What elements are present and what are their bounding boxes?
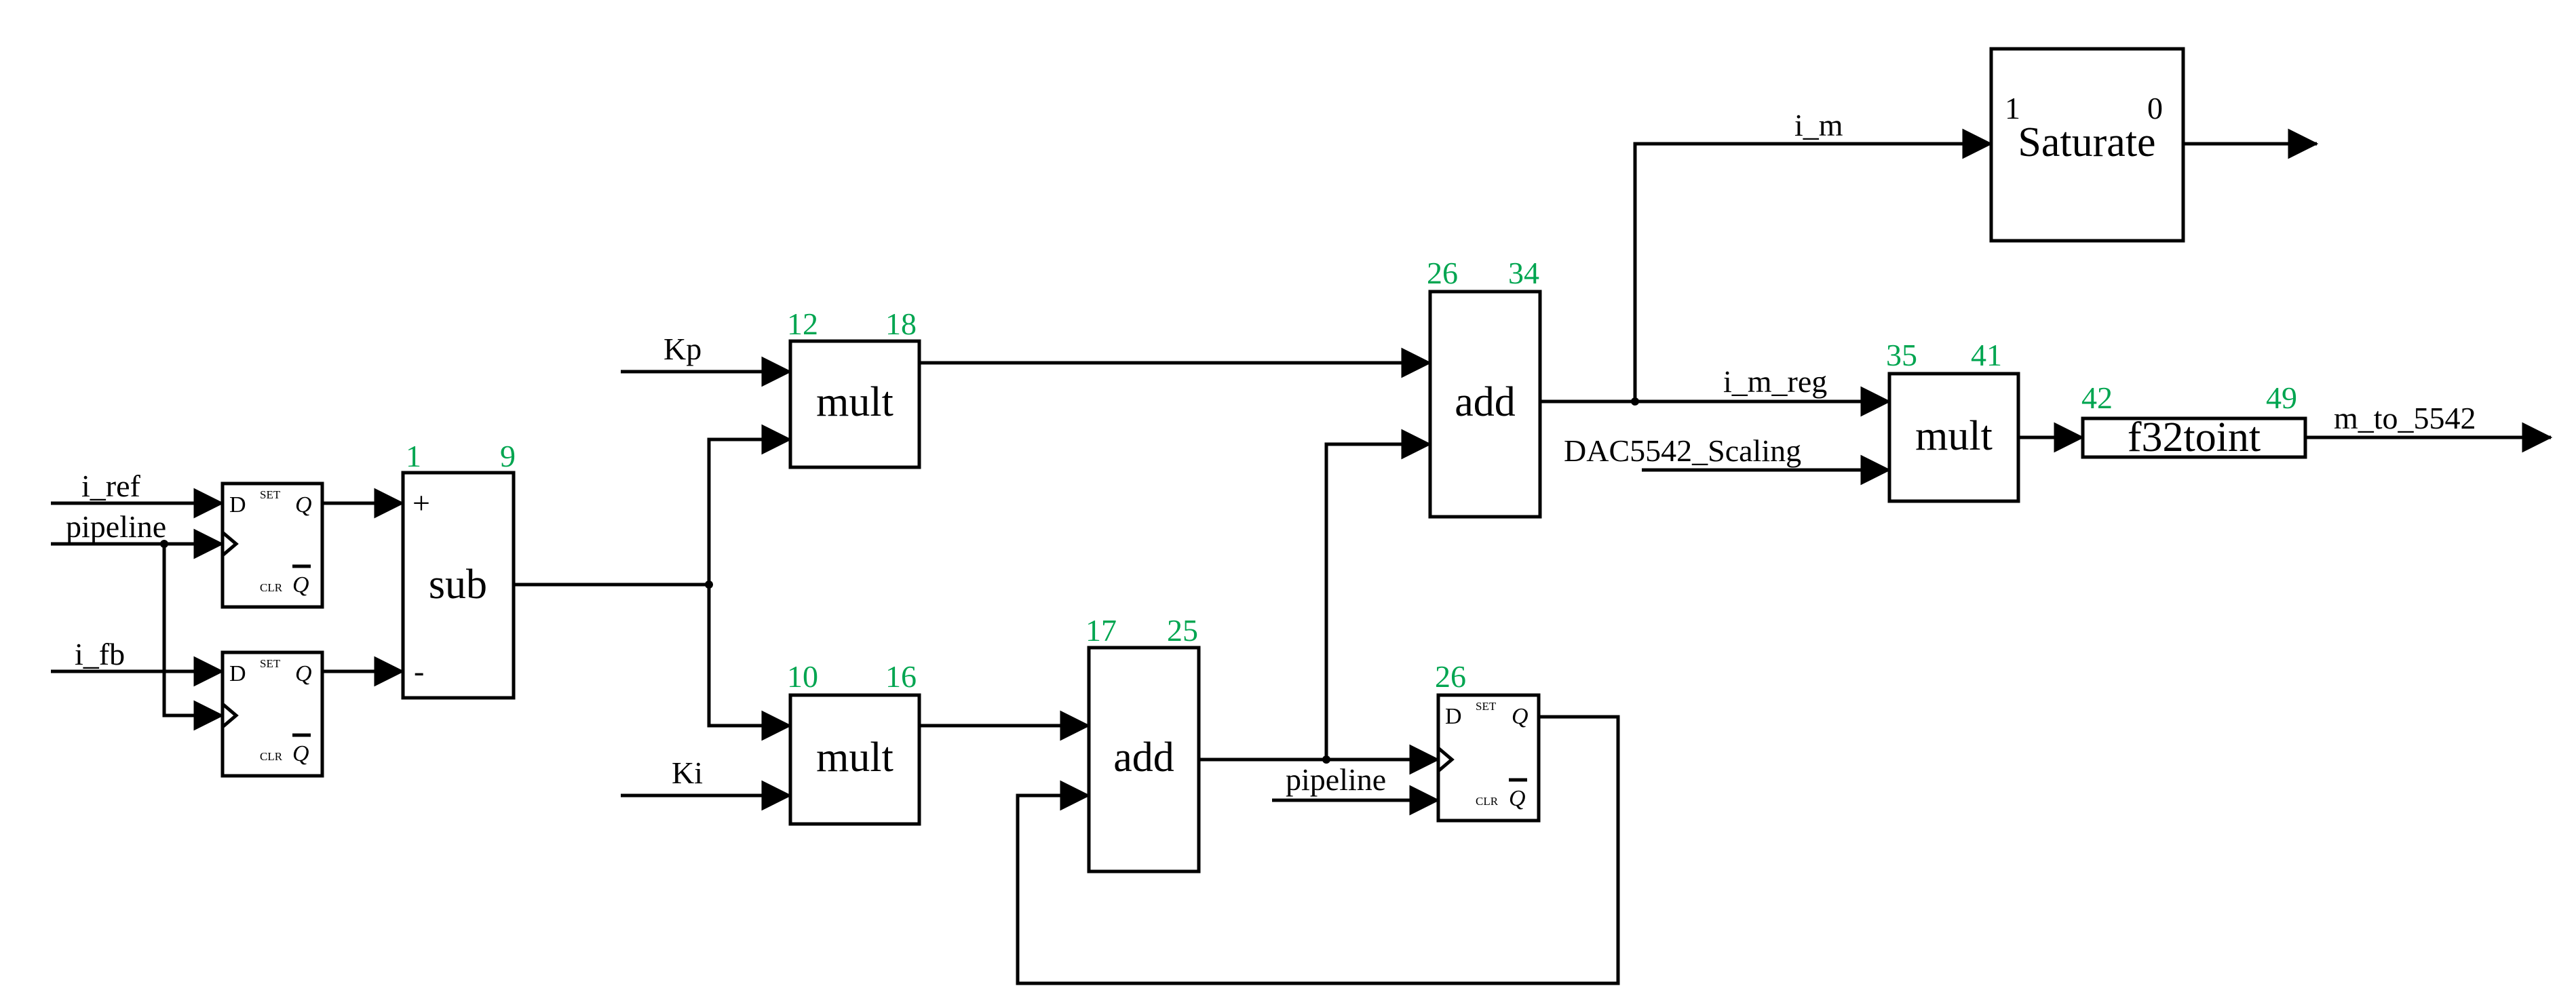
mult-kp-start-index: 12 bbox=[787, 307, 818, 341]
sub-block: sub + - 1 9 bbox=[401, 439, 516, 700]
flip-flop-i-ref: D SET Q CLR Q bbox=[220, 481, 324, 609]
sub-plus-sign: + bbox=[412, 486, 430, 520]
add-integrator-block: add 17 25 bbox=[1085, 613, 1201, 873]
f32toint-start-index: 42 bbox=[2081, 380, 2113, 415]
kp-label: Kp bbox=[664, 332, 701, 366]
saturate-in-index: 1 bbox=[2005, 91, 2020, 125]
pipeline-acc-label: pipeline bbox=[1286, 762, 1386, 797]
m-to-5542-label: m_to_5542 bbox=[2334, 401, 2476, 435]
pipeline-in-label: pipeline bbox=[66, 509, 166, 544]
saturate-out-index: 0 bbox=[2147, 91, 2163, 125]
ff-set-label: SET bbox=[260, 488, 281, 501]
ff-d-label: D bbox=[229, 492, 246, 517]
junction-error bbox=[705, 581, 713, 589]
sub-minus-sign: - bbox=[414, 654, 424, 688]
ff-d-label: D bbox=[229, 661, 246, 686]
wire-error-to-mult-kp bbox=[707, 424, 792, 585]
mult-ki-block: mult 10 16 bbox=[787, 659, 921, 826]
i-m-label: i_m bbox=[1794, 108, 1843, 142]
i-fb-label: i_fb bbox=[75, 637, 125, 671]
ff-set-label: SET bbox=[260, 657, 281, 670]
ff-q-label: Q bbox=[295, 492, 312, 517]
add-int-label: add bbox=[1113, 734, 1174, 781]
ff-set-label: SET bbox=[1476, 700, 1497, 713]
mult-ki-start-index: 10 bbox=[787, 659, 818, 694]
ff-qbar-label: Q bbox=[292, 741, 309, 766]
ff-qbar-label: Q bbox=[292, 572, 309, 597]
mult-scale-end-index: 41 bbox=[1971, 338, 2002, 372]
add-int-end-index: 25 bbox=[1167, 613, 1198, 648]
junction-clock bbox=[160, 540, 168, 548]
mult-scale-label: mult bbox=[1915, 413, 1993, 459]
i-m-reg-label: i_m_reg bbox=[1723, 364, 1827, 399]
mult-kp-end-index: 18 bbox=[885, 307, 917, 341]
saturate-label: Saturate bbox=[2018, 119, 2155, 165]
add-out-end-index: 34 bbox=[1508, 256, 1539, 290]
junction-i-m bbox=[1631, 397, 1639, 406]
mult-kp-block: mult 12 18 bbox=[787, 307, 921, 469]
sub-label: sub bbox=[429, 562, 487, 608]
mult-ki-end-index: 16 bbox=[885, 659, 917, 694]
add-out-start-index: 26 bbox=[1427, 256, 1458, 290]
flip-flop-i-fb: D SET Q CLR Q bbox=[220, 650, 324, 778]
f32toint-block: f32toint 42 49 bbox=[2081, 380, 2307, 460]
mult-ki-label: mult bbox=[816, 734, 893, 781]
sub-start-index: 1 bbox=[406, 439, 421, 473]
ff-q-label: Q bbox=[1512, 704, 1529, 729]
wire-error-to-mult-ki bbox=[707, 585, 792, 741]
mult-kp-label: mult bbox=[816, 379, 893, 425]
ff-clr-label: CLR bbox=[260, 750, 283, 763]
flip-flop-accumulator: D SET Q CLR Q 26 bbox=[1435, 659, 1541, 823]
sub-end-index: 9 bbox=[500, 439, 516, 473]
mult-scale-block: mult 35 41 bbox=[1886, 338, 2020, 503]
wire-int-to-add-out bbox=[1324, 429, 1432, 760]
ff-q-label: Q bbox=[295, 661, 312, 686]
f32toint-label: f32toint bbox=[2128, 414, 2261, 460]
dac-scaling-label: DAC5542_Scaling bbox=[1564, 433, 1801, 468]
ff-qbar-label: Q bbox=[1509, 786, 1526, 811]
saturate-block: Saturate 1 0 bbox=[1989, 47, 2185, 243]
ff-d-label: D bbox=[1445, 704, 1462, 729]
add-out-label: add bbox=[1455, 379, 1516, 425]
ff-clr-label: CLR bbox=[260, 581, 283, 594]
i-ref-label: i_ref bbox=[81, 469, 141, 503]
wire-feedback bbox=[1016, 715, 1620, 985]
acc-ff-start-index: 26 bbox=[1435, 659, 1466, 694]
junction-integrator bbox=[1322, 755, 1330, 764]
ki-label: Ki bbox=[672, 755, 703, 790]
add-output-block: add 26 34 bbox=[1427, 256, 1542, 519]
f32toint-end-index: 49 bbox=[2266, 380, 2297, 415]
wire-clock-branch bbox=[162, 544, 225, 731]
wire-i-m-to-saturate bbox=[1633, 128, 1993, 401]
ff-clr-label: CLR bbox=[1476, 795, 1499, 808]
mult-scale-start-index: 35 bbox=[1886, 338, 1917, 372]
add-int-start-index: 17 bbox=[1085, 613, 1117, 648]
